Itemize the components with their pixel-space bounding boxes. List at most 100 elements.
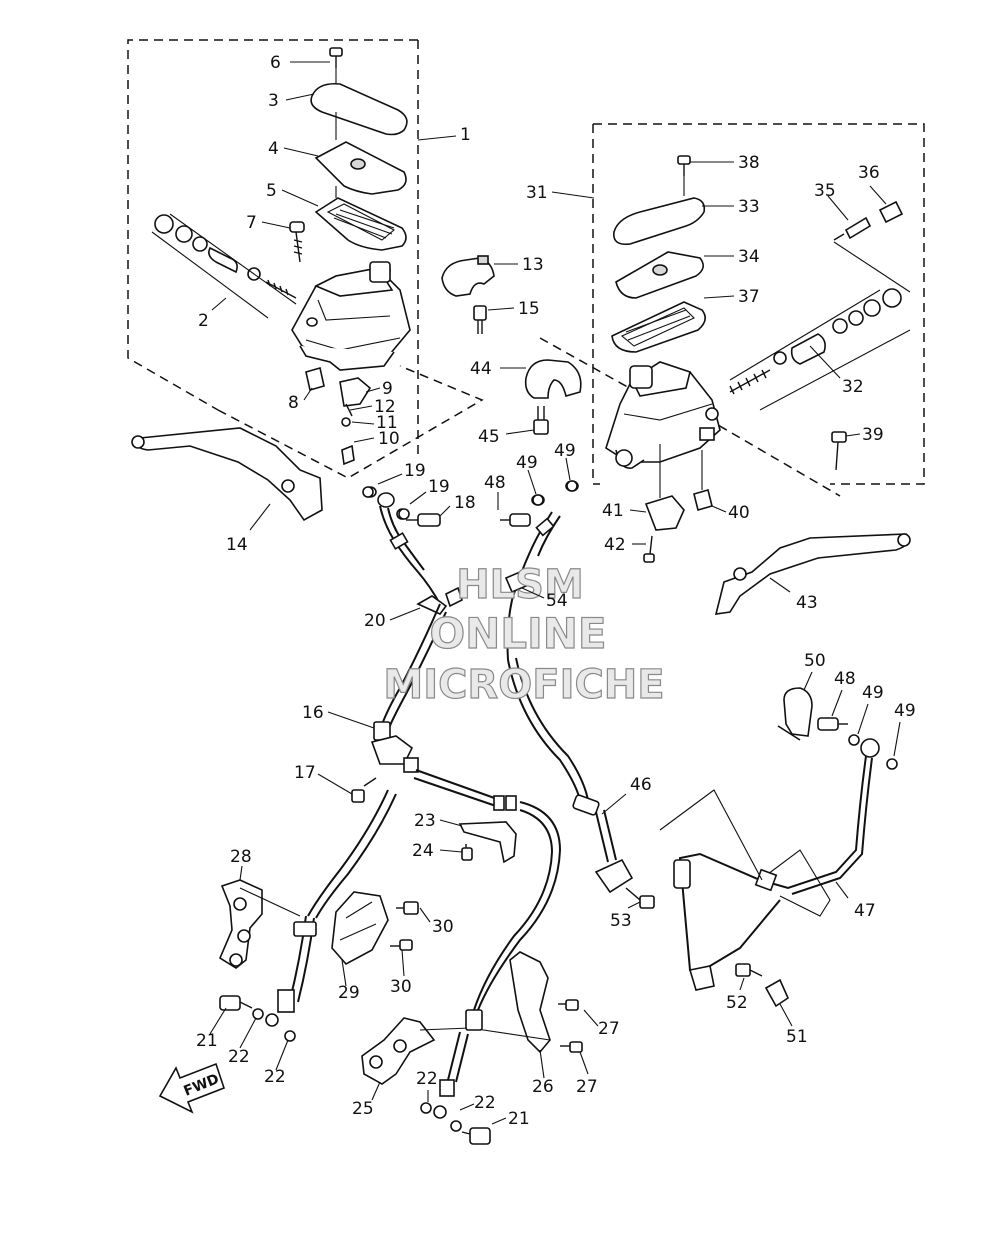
cap-40[interactable]: [693, 489, 713, 511]
cap-3[interactable]: [310, 82, 408, 136]
callout-47[interactable]: 47: [854, 901, 876, 921]
callout-14[interactable]: 14: [226, 535, 248, 555]
callout-6[interactable]: 6: [270, 53, 281, 73]
hose-fitting-lower-left[interactable]: [265, 915, 317, 1027]
callout-18[interactable]: 18: [454, 493, 476, 513]
bolt-45[interactable]: [533, 406, 549, 435]
bolt-18[interactable]: [406, 513, 441, 527]
callout-34[interactable]: 34: [738, 247, 760, 267]
callout-15[interactable]: 15: [518, 299, 540, 319]
callout-26[interactable]: 26: [532, 1077, 554, 1097]
piston-kit-32[interactable]: [729, 288, 911, 411]
callout-20[interactable]: 20: [364, 611, 386, 631]
callout-49d[interactable]: 49: [894, 701, 916, 721]
switch-41[interactable]: [644, 495, 685, 531]
callout-40[interactable]: 40: [728, 503, 750, 523]
callout-13[interactable]: 13: [522, 255, 544, 275]
callout-30a[interactable]: 30: [432, 917, 454, 937]
callout-36[interactable]: 36: [858, 163, 880, 183]
brake-pipe-47[interactable]: [659, 738, 880, 991]
callout-17[interactable]: 17: [294, 763, 316, 783]
hose-fitting-lower-right[interactable]: [433, 1009, 483, 1119]
callout-45[interactable]: 45: [478, 427, 500, 447]
bolt-15[interactable]: [473, 305, 487, 334]
washer-49a[interactable]: [532, 494, 544, 506]
callout-19a[interactable]: 19: [404, 461, 426, 481]
callout-38[interactable]: 38: [738, 153, 760, 173]
callout-22c[interactable]: 22: [416, 1069, 438, 1089]
washer-22a[interactable]: [252, 1008, 264, 1020]
bolt-30-upper[interactable]: [396, 901, 419, 915]
washer-22d[interactable]: [450, 1120, 462, 1132]
clamp-20[interactable]: [416, 586, 463, 615]
screw-38[interactable]: [677, 155, 691, 176]
callout-54[interactable]: 54: [546, 591, 568, 611]
bracket-28[interactable]: [218, 879, 263, 969]
callout-51[interactable]: 51: [786, 1027, 808, 1047]
washer-49c[interactable]: [848, 734, 860, 746]
callout-29[interactable]: 29: [338, 983, 360, 1003]
diaphragm-5[interactable]: [314, 197, 407, 251]
callout-49b[interactable]: 49: [554, 441, 576, 461]
callout-16[interactable]: 16: [302, 703, 324, 723]
washer-19b[interactable]: [398, 508, 410, 520]
callout-31[interactable]: 31: [526, 183, 548, 203]
callout-41[interactable]: 41: [602, 501, 624, 521]
bolt-30-lower[interactable]: [390, 939, 413, 951]
callout-37[interactable]: 37: [738, 287, 760, 307]
bolt-39[interactable]: [831, 431, 847, 471]
brake-hose-46[interactable]: [507, 657, 634, 894]
callout-5[interactable]: 5: [266, 181, 277, 201]
screw-10[interactable]: [341, 444, 355, 466]
callout-28[interactable]: 28: [230, 847, 252, 867]
callout-53[interactable]: 53: [610, 911, 632, 931]
callout-22d[interactable]: 22: [474, 1093, 496, 1113]
callout-11[interactable]: 11: [376, 413, 398, 433]
screw-42[interactable]: [643, 535, 655, 563]
bolt-52[interactable]: [735, 963, 763, 977]
cap-33[interactable]: [613, 197, 706, 246]
callout-27b[interactable]: 27: [576, 1077, 598, 1097]
callout-42[interactable]: 42: [604, 535, 626, 555]
screw-12[interactable]: [345, 403, 353, 417]
callout-22a[interactable]: 22: [228, 1047, 250, 1067]
callout-32[interactable]: 32: [842, 377, 864, 397]
screw-6[interactable]: [329, 47, 343, 68]
brake-lever-14[interactable]: [131, 427, 323, 522]
callout-21a[interactable]: 21: [196, 1031, 218, 1051]
callout-46[interactable]: 46: [630, 775, 652, 795]
clip-54[interactable]: [504, 570, 528, 594]
callout-35[interactable]: 35: [814, 181, 836, 201]
bracket-26[interactable]: [419, 951, 551, 1054]
callout-49c[interactable]: 49: [862, 683, 884, 703]
callout-12[interactable]: 12: [374, 397, 396, 417]
callout-7[interactable]: 7: [246, 213, 257, 233]
master-cylinder-body[interactable]: [291, 261, 411, 371]
washer-11[interactable]: [341, 417, 351, 427]
switch-9[interactable]: [339, 377, 372, 407]
brake-hose-16[interactable]: [307, 603, 562, 1011]
callout-52[interactable]: 52: [726, 993, 748, 1013]
bolt-27-lower[interactable]: [560, 1041, 583, 1053]
callout-44[interactable]: 44: [470, 359, 492, 379]
washer-22c[interactable]: [420, 1102, 432, 1114]
callout-48a[interactable]: 48: [484, 473, 506, 493]
callout-23[interactable]: 23: [414, 811, 436, 831]
bolt-24[interactable]: [461, 844, 473, 861]
callout-30b[interactable]: 30: [390, 977, 412, 997]
clamp-51[interactable]: [764, 978, 790, 1008]
callout-24[interactable]: 24: [412, 841, 434, 861]
holder-44[interactable]: [524, 359, 582, 399]
brake-lever-43[interactable]: [714, 533, 911, 615]
diaphragm-37[interactable]: [611, 301, 706, 353]
bracket-25[interactable]: [361, 1017, 436, 1085]
callout-2[interactable]: 2: [198, 311, 209, 331]
bolt-17[interactable]: [351, 777, 377, 803]
callout-4[interactable]: 4: [268, 139, 279, 159]
callout-8[interactable]: 8: [288, 393, 299, 413]
clamp-50[interactable]: [777, 687, 813, 741]
bolt-48-upper[interactable]: [500, 513, 531, 527]
callout-25[interactable]: 25: [352, 1099, 374, 1119]
cap-36[interactable]: [878, 200, 904, 224]
hose-joint-35[interactable]: [833, 216, 872, 241]
